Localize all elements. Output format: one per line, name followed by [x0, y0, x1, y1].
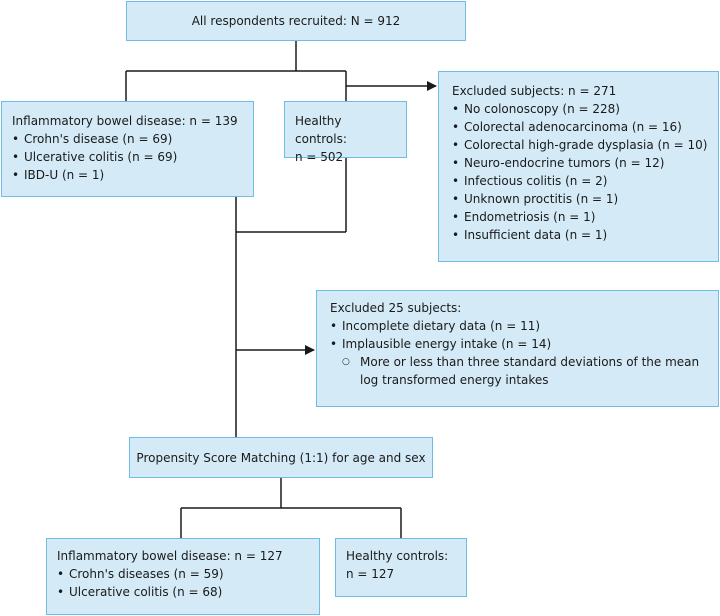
ibd-initial-title: Inflammatory bowel disease: n = 139	[12, 114, 238, 128]
healthy-controls-box-matched: Healthy controls: n = 127	[335, 538, 467, 597]
list-item: Crohn's disease (n = 69)	[12, 130, 243, 148]
excluded-subjects-box: Excluded subjects: n = 271 No colonoscop…	[438, 71, 719, 262]
ibd-box-initial: Inflammatory bowel disease: n = 139 Croh…	[1, 101, 254, 197]
list-item: Colorectal high-grade dysplasia (n = 10)	[452, 136, 708, 154]
list-item: Ulcerative colitis (n = 68)	[57, 583, 309, 601]
list-item: Infectious colitis (n = 2)	[452, 172, 708, 190]
ibd-matched-title: Inflammatory bowel disease: n = 127	[57, 549, 283, 563]
excluded-25-title: Excluded 25 subjects:	[330, 301, 462, 315]
healthy-controls-initial-title: Healthy controls:	[295, 114, 347, 146]
healthy-controls-box-initial: Healthy controls: n = 502	[284, 101, 407, 164]
all-respondents-box: All respondents recruited: N = 912	[126, 1, 466, 41]
propensity-score-box: Propensity Score Matching (1:1) for age …	[129, 437, 433, 478]
list-item: Neuro-endocrine tumors (n = 12)	[452, 154, 708, 172]
list-item: Unknown proctitis (n = 1)	[452, 190, 708, 208]
excluded-25-list: Incomplete dietary data (n = 11) Implaus…	[330, 317, 708, 389]
ibd-matched-list: Crohn's diseases (n = 59) Ulcerative col…	[57, 565, 309, 601]
sub-list-item: More or less than three standard deviati…	[330, 353, 708, 389]
ibd-box-matched: Inflammatory bowel disease: n = 127 Croh…	[46, 538, 320, 615]
excluded-subjects-list: No colonoscopy (n = 228) Colorectal aden…	[452, 100, 708, 244]
list-item: Insufficient data (n = 1)	[452, 226, 708, 244]
list-item: No colonoscopy (n = 228)	[452, 100, 708, 118]
excluded-25-box: Excluded 25 subjects: Incomplete dietary…	[316, 290, 719, 407]
all-respondents-text: All respondents recruited: N = 912	[191, 14, 401, 28]
healthy-controls-initial-count: n = 502	[295, 150, 344, 164]
list-item: IBD-U (n = 1)	[12, 166, 243, 184]
list-item: Crohn's diseases (n = 59)	[57, 565, 309, 583]
list-item: Colorectal adenocarcinoma (n = 16)	[452, 118, 708, 136]
list-item: Incomplete dietary data (n = 11)	[330, 317, 708, 335]
list-item: Endometriosis (n = 1)	[452, 208, 708, 226]
healthy-controls-matched-count: n = 127	[346, 567, 395, 581]
list-item: Ulcerative colitis (n = 69)	[12, 148, 243, 166]
list-item: Implausible energy intake (n = 14)	[330, 335, 708, 353]
excluded-subjects-title: Excluded subjects: n = 271	[452, 84, 617, 98]
healthy-controls-matched-title: Healthy controls:	[346, 549, 449, 563]
ibd-initial-list: Crohn's disease (n = 69) Ulcerative coli…	[12, 130, 243, 184]
propensity-score-text: Propensity Score Matching (1:1) for age …	[136, 450, 426, 465]
